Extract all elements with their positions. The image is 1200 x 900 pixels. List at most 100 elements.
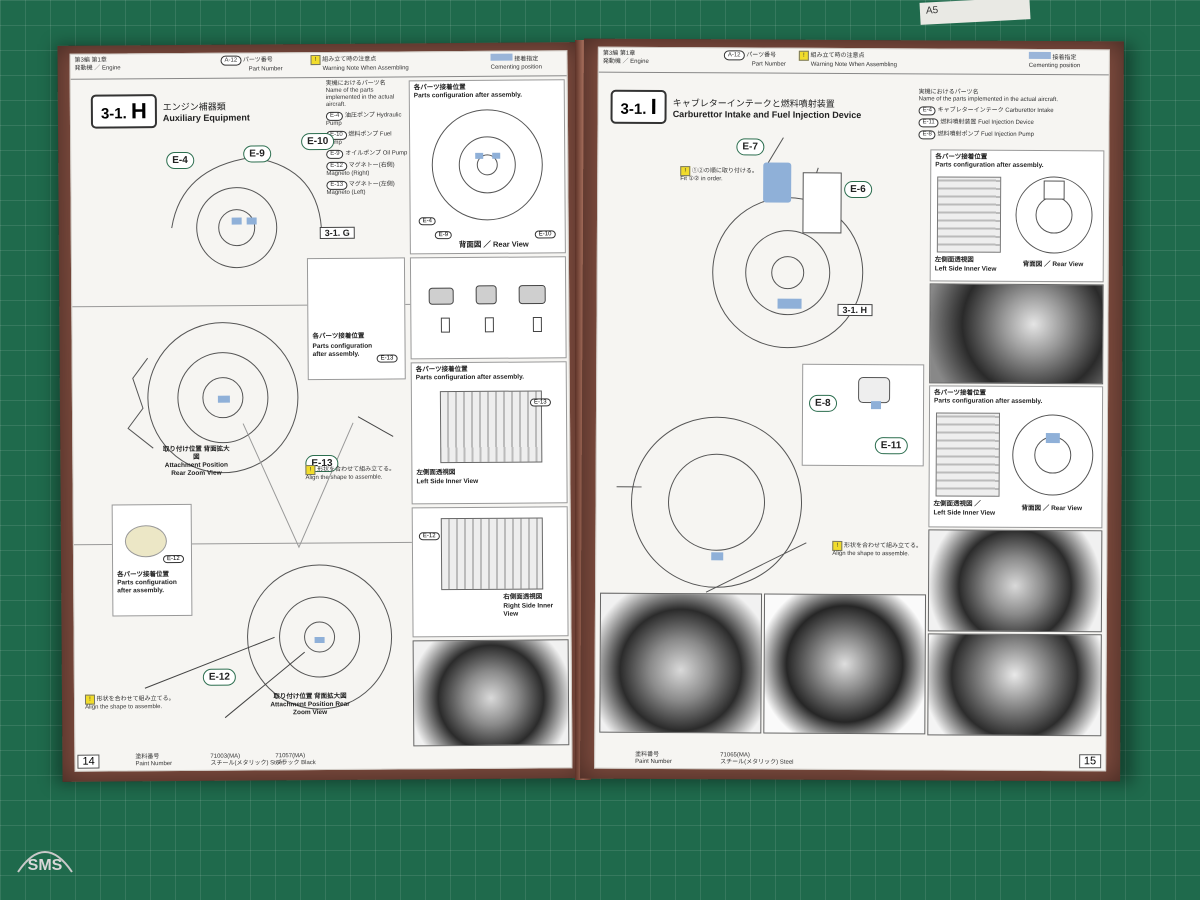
card-text: A5 bbox=[925, 4, 939, 17]
left-header: 第3編 第1章 発動機 ／ Engine A-12 パーツ番号 Part Num… bbox=[70, 51, 567, 80]
warning-en: Warning Note When Assembling bbox=[322, 65, 409, 72]
cement-mark bbox=[871, 401, 882, 410]
mid-caption-1-en: Left Side Inner View bbox=[933, 509, 996, 517]
rear-view-drawing bbox=[431, 109, 543, 221]
sms-logo: SMS bbox=[17, 851, 73, 874]
mid-caption-2: 背面図 ／ Rear View bbox=[1021, 504, 1083, 513]
warning-icon: ! bbox=[832, 540, 843, 551]
right-side-engine bbox=[440, 517, 544, 591]
legend-item: E-8 燃料噴射ポンプ Fuel Injection Pump bbox=[918, 130, 1103, 140]
warning-icon: ! bbox=[310, 54, 321, 66]
callout-e10: E-10 bbox=[301, 132, 335, 151]
left-side-en: Parts configuration after assembly. bbox=[415, 373, 525, 382]
warning-note-2: ! 形状を合わせて組み立てる。Align the shape to assemb… bbox=[84, 694, 175, 711]
engine-photo-mid bbox=[927, 529, 1103, 633]
panel-top-en: Parts configuration after assembly. bbox=[935, 161, 1044, 169]
callout-e11: E-11 bbox=[874, 437, 908, 455]
cement-en: Cementing position bbox=[490, 64, 542, 71]
left-side-engine bbox=[439, 390, 543, 464]
top-caption-1-jp: 左側面透視図 bbox=[934, 256, 974, 264]
cement-en: Cementing position bbox=[1028, 62, 1081, 70]
right-header-part: A-12 パーツ番号 Part Number bbox=[723, 50, 786, 68]
rear-view-drawing bbox=[1015, 176, 1093, 254]
legend-title-en: Name of the parts implemented in the act… bbox=[918, 96, 1059, 104]
engine-photo-front bbox=[763, 593, 927, 735]
rear-view-drawing bbox=[1012, 414, 1094, 496]
left-header-warning: ! 組み立て時の注意点 Warning Note When Assembling bbox=[310, 54, 409, 73]
cement-jp: 接着指定 bbox=[1052, 55, 1077, 62]
warning-icon: ! bbox=[798, 50, 809, 61]
engine-line-art bbox=[72, 156, 416, 719]
callout-e12: E-12 bbox=[202, 668, 237, 686]
callout-e4: E-4 bbox=[166, 151, 194, 170]
left-header-cement: 接着指定 Cementing position bbox=[490, 53, 542, 71]
engine-label: 発動機 ／ Engine bbox=[74, 65, 121, 72]
left-side-drawing bbox=[936, 176, 1002, 253]
top-caption-2: 背面図 ／ Rear View bbox=[1022, 260, 1084, 269]
callout-e9: E-9 bbox=[243, 145, 271, 163]
warning-jp: 組み立て時の注意点 bbox=[322, 56, 377, 63]
paint-code-2-left: 71057(MA)ブラック Black bbox=[275, 753, 316, 767]
paper-card: A5 bbox=[919, 0, 1031, 25]
parts-legend: 実機におけるパーツ名 Name of the parts implemented… bbox=[918, 89, 1103, 140]
panel-rear-view: 各パーツ接着位置 Parts configuration after assem… bbox=[408, 79, 566, 255]
right-header-cement: 接着指定 Cementing position bbox=[1028, 51, 1081, 70]
right-side-caption-en: Right Side Inner View bbox=[503, 602, 554, 618]
zoom-panel-magneto-left: 各パーツ接着位置 Parts configuration after assem… bbox=[306, 257, 406, 381]
panel-mid-en: Parts configuration after assembly. bbox=[934, 397, 1043, 405]
right-side-caption-jp: 右側面透視図 bbox=[503, 593, 543, 601]
rear-mark-e9: E-9 bbox=[434, 231, 453, 240]
legend-item: E-4 キャブレターインテーク Carburettor Intake bbox=[918, 106, 1104, 116]
mid-caption-1-jp: 左側面透視図 ／ bbox=[933, 500, 981, 508]
paint-parts-drawing bbox=[428, 284, 546, 333]
left-side-mark: E-13 bbox=[529, 398, 551, 407]
cement-swatch bbox=[490, 53, 513, 61]
paint-code-1-left: 71003(MA)スチール(メタリック) Steel bbox=[210, 753, 284, 767]
part-number-jp: パーツ番号 bbox=[746, 52, 777, 59]
left-page: 第3編 第1章 発動機 ／ Engine A-12 パーツ番号 Part Num… bbox=[57, 42, 585, 782]
left-side-caption-en: Left Side Inner View bbox=[416, 477, 479, 486]
warning-note: ! 形状を合わせて組み立てる。Align the shape to assemb… bbox=[832, 540, 922, 558]
panel-lower-mark: E-12 bbox=[162, 554, 184, 564]
warning-en: Warning Note When Assembling bbox=[810, 61, 897, 69]
top-caption-1-en: Left Side Inner View bbox=[934, 265, 997, 273]
engine-photo-rear bbox=[599, 592, 763, 734]
right-header-chapter: 第3編 第1章 発動機 ／ Engine bbox=[603, 50, 649, 66]
panel-mid-views: 各パーツ接着位置 Parts configuration after assem… bbox=[928, 385, 1104, 529]
panel-mid-jp: 各パーツ接着位置 bbox=[934, 389, 986, 397]
callout-e7: E-7 bbox=[736, 138, 764, 156]
callout-e6: E-6 bbox=[844, 180, 872, 199]
chapter-label: 第3編 第1章 bbox=[602, 50, 636, 57]
part-number-jp: パーツ番号 bbox=[242, 57, 273, 64]
panel-rear-en: Parts configuration after assembly. bbox=[413, 91, 523, 100]
legend-item: E-11 燃料噴射装置 Fuel Injection Device bbox=[918, 118, 1103, 128]
left-side-drawing bbox=[935, 412, 1000, 497]
ref-label-3-1-g: 3-1. G bbox=[319, 226, 355, 240]
rear-mark-e10: E-10 bbox=[534, 230, 556, 239]
part-number-en: Part Number bbox=[248, 66, 283, 73]
panel-left-side-inner: 各パーツ接着位置 Parts configuration after assem… bbox=[410, 361, 568, 505]
warning-jp: 組み立て時の注意点 bbox=[810, 52, 865, 60]
right-page: 第3編 第1章 発動機 ／ Engine A-12 パーツ番号 Part Num… bbox=[580, 38, 1124, 782]
warning-note-1: ! 形状を合わせて組み立てる。Align the shape to assemb… bbox=[305, 465, 396, 482]
right-header-warning: ! 組み立て時の注意点 Warning Note When Assembling bbox=[798, 50, 897, 70]
engine-photo-left bbox=[412, 639, 570, 747]
page-number-right: 15 bbox=[1078, 754, 1102, 769]
panel-mark: E-13 bbox=[376, 354, 398, 363]
left-header-chapter: 第3編 第1章 発動機 ／ Engine bbox=[75, 56, 121, 72]
warning-icon: ! bbox=[84, 694, 96, 705]
paint-code-1-right: 71065(MA)スチール(メタリック) Steel bbox=[720, 752, 794, 766]
left-header-part: A-12 パーツ番号 Part Number bbox=[220, 55, 283, 73]
left-page-content: 第3編 第1章 発動機 ／ Engine A-12 パーツ番号 Part Num… bbox=[69, 50, 573, 772]
cement-swatch bbox=[1028, 51, 1051, 60]
rear-mark-e4: E-4 bbox=[418, 217, 437, 226]
magneto-part bbox=[124, 525, 168, 558]
engine-label: 発動機 ／ Engine bbox=[602, 58, 649, 65]
warning-icon: ! bbox=[680, 166, 691, 177]
order-note: ! ①②の順に取り付ける。Fit ①② in order. bbox=[680, 166, 760, 183]
